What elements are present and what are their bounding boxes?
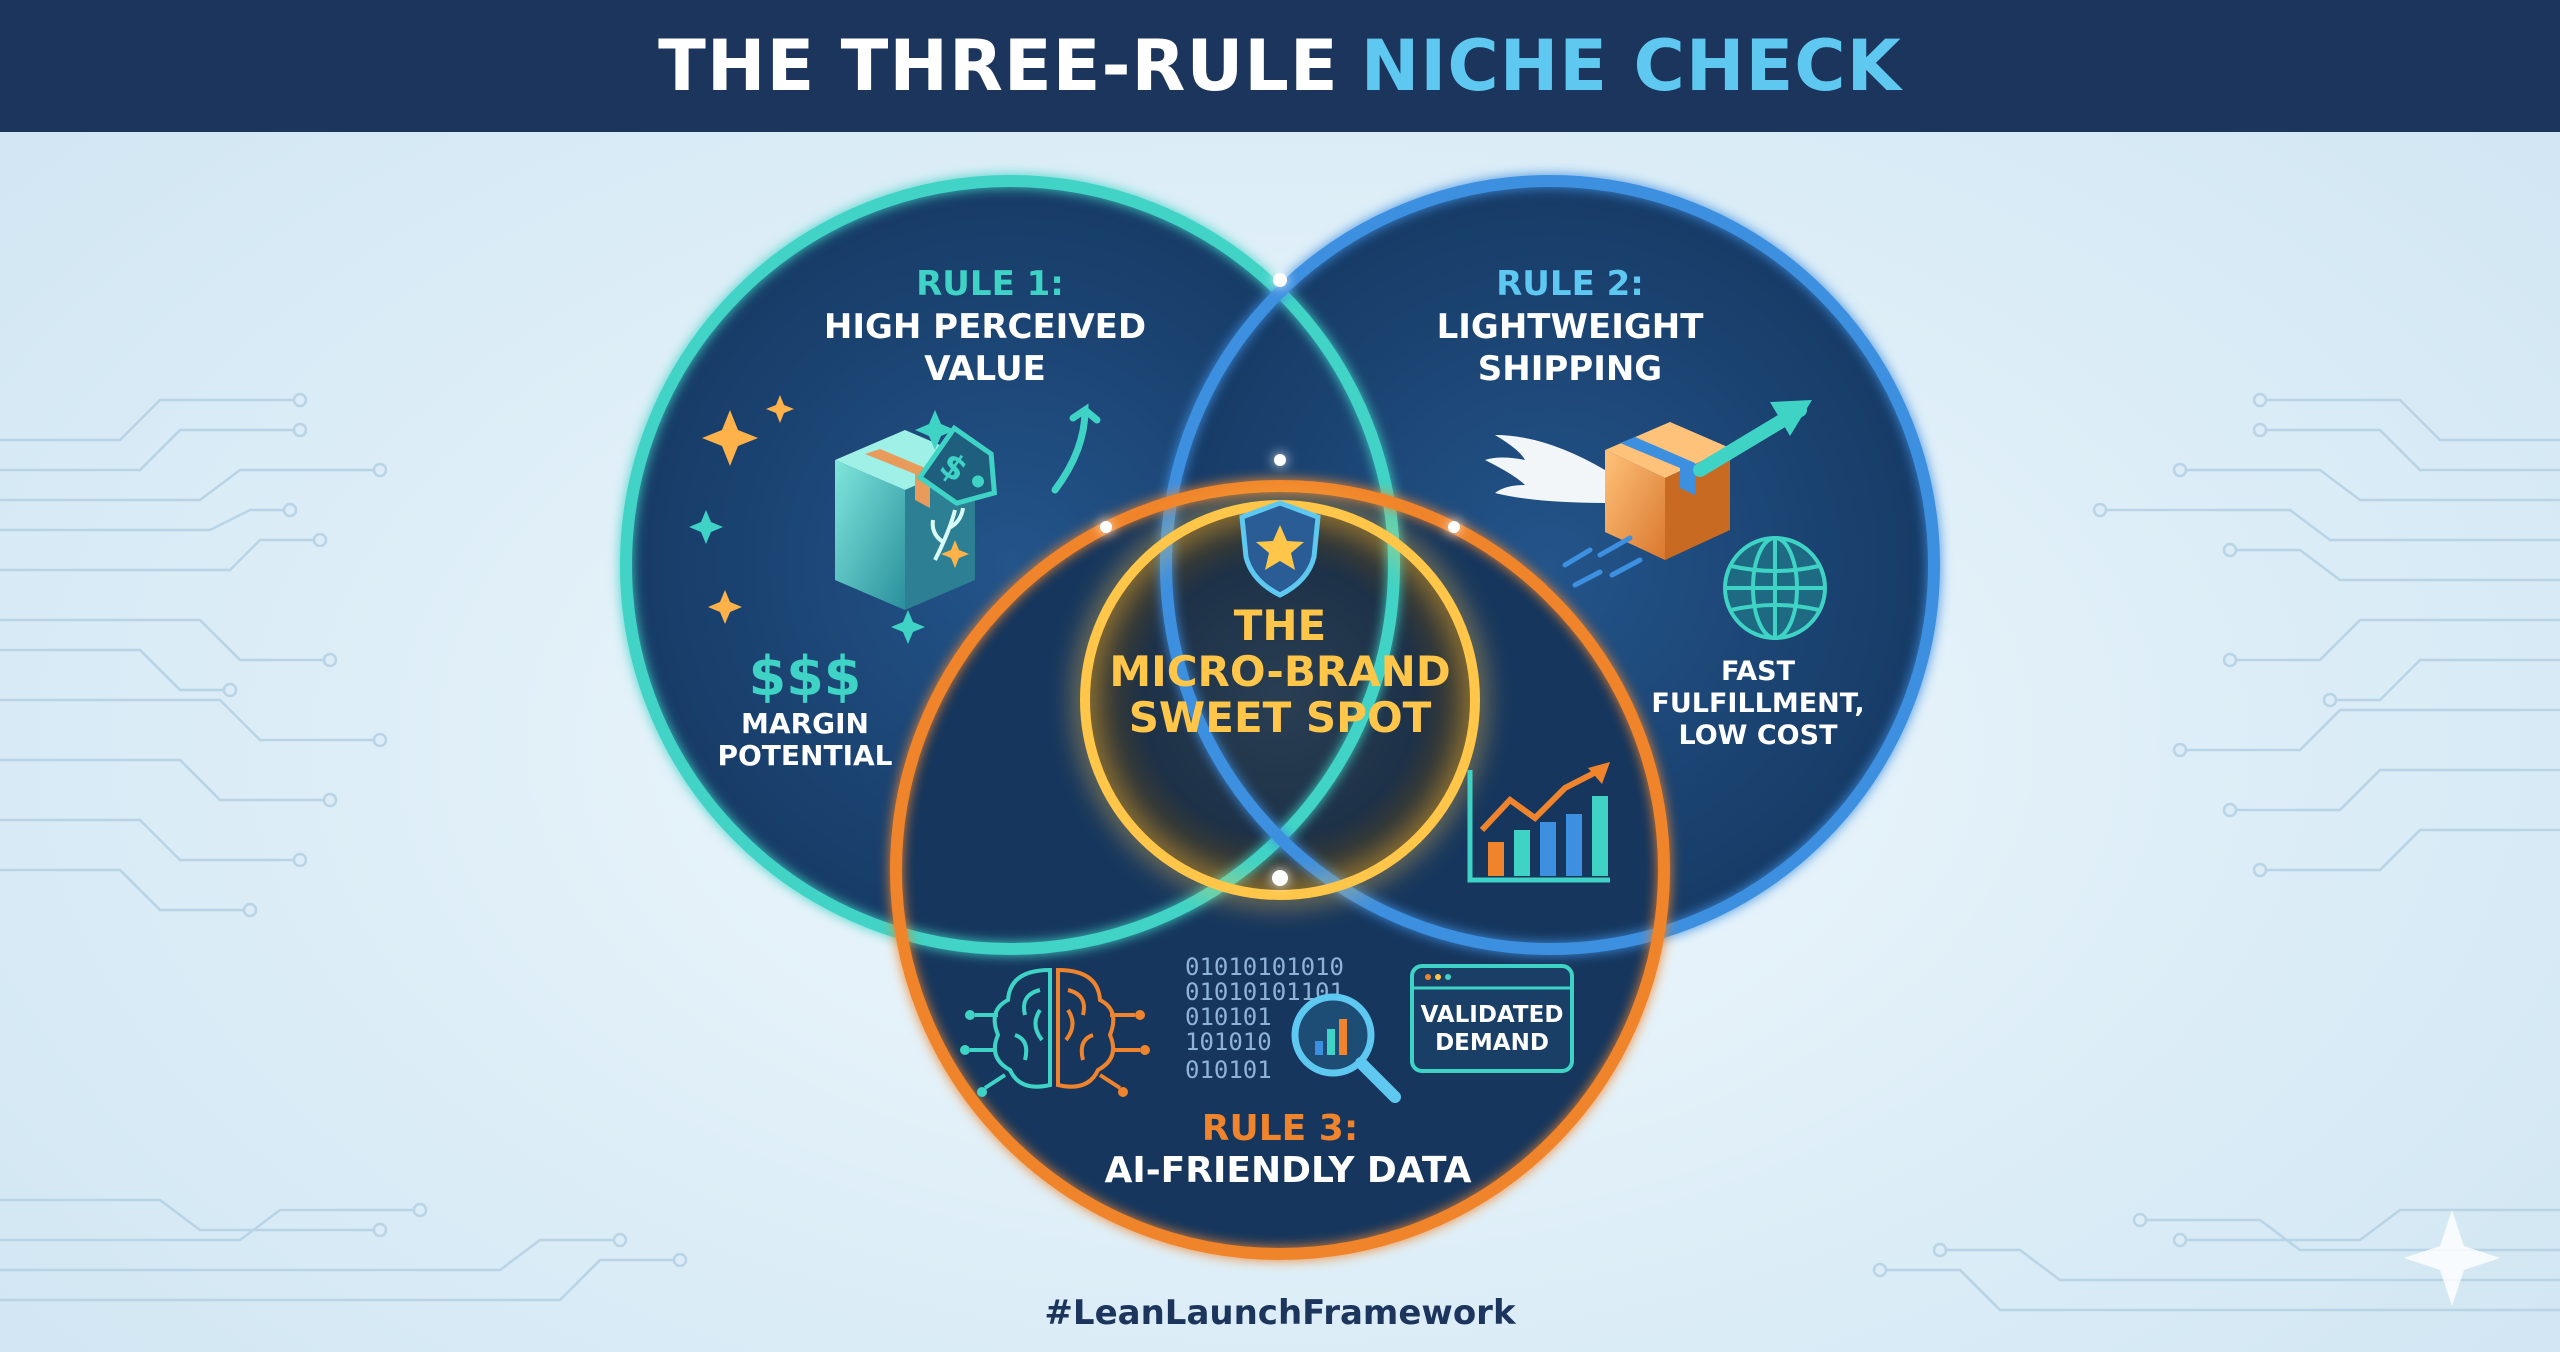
winged-box-icon	[1485, 422, 1730, 560]
rule2-ring	[1160, 175, 1940, 955]
magnifier-chart-icon	[1291, 993, 1401, 1103]
corner-sparkle-icon	[2404, 1210, 2500, 1306]
rule3-heading: RULE 3:	[1202, 1108, 1358, 1149]
rule2-heading: RULE 2:	[1496, 264, 1644, 304]
sweet-spot-line1: THE	[1234, 601, 1327, 650]
growth-chart-icon	[1467, 762, 1610, 883]
brain-circuit-icon	[960, 967, 1150, 1097]
rule2-title-line2: SHIPPING	[1478, 349, 1662, 389]
rule3-title: AI-FRIENDLY DATA	[1104, 1150, 1471, 1191]
binary-line: 010101	[1185, 1003, 1272, 1031]
validated-demand-badge: VALIDATED DEMAND	[1410, 964, 1574, 1073]
title-highlight: NICHE CHECK	[1360, 25, 1902, 107]
badge-line1: VALIDATED	[1421, 1002, 1564, 1028]
price-tag-icon: $	[916, 424, 998, 506]
shipping-caption-line2: FULFILLMENT,	[1651, 688, 1864, 719]
page-title: THE THREE-RULE NICHE CHECK	[658, 25, 1902, 107]
globe-icon	[1723, 536, 1827, 640]
rule3-ring	[890, 480, 1670, 1260]
circuit-pattern-right	[1872, 392, 2560, 1312]
margin-caption-line2: POTENTIAL	[717, 739, 892, 772]
sweet-spot-line2: MICRO-BRAND	[1109, 647, 1450, 696]
hashtag: #LeanLaunchFramework	[1044, 1293, 1517, 1333]
circuit-pattern-left	[0, 392, 688, 1302]
shield-star-icon	[1239, 500, 1321, 598]
margin-symbol: $$$	[749, 645, 862, 708]
rule2-title-line1: LIGHTWEIGHT	[1437, 307, 1705, 347]
intersection-sparkles	[1100, 273, 1460, 886]
sweet-spot-line3: SWEET SPOT	[1129, 693, 1432, 742]
binary-line: 101010	[1185, 1028, 1272, 1056]
rule1-title-line1: HIGH PERCEIVED	[824, 307, 1146, 347]
title-bar: THE THREE-RULE NICHE CHECK	[0, 0, 2560, 132]
binary-line: 010101	[1185, 1056, 1272, 1084]
shipping-arrow-head	[1770, 400, 1812, 436]
binary-code: 01010101010 01010101101 010101 101010 01…	[1185, 953, 1344, 1084]
margin-caption-line1: MARGIN	[741, 707, 869, 740]
badge-line2: DEMAND	[1435, 1030, 1549, 1056]
title-main: THE THREE-RULE	[658, 25, 1339, 107]
rule1-title-line2: VALUE	[924, 349, 1046, 389]
speed-lines	[1562, 535, 1643, 588]
binary-line: 01010101010	[1185, 953, 1344, 981]
up-arrow-icon	[1051, 403, 1101, 494]
sparkle-icons	[689, 395, 969, 644]
rule1-ring	[620, 175, 1400, 955]
shipping-caption-line3: LOW COST	[1678, 720, 1838, 751]
shipping-caption-line1: FAST	[1721, 656, 1796, 687]
rule1-heading: RULE 1:	[916, 264, 1064, 304]
